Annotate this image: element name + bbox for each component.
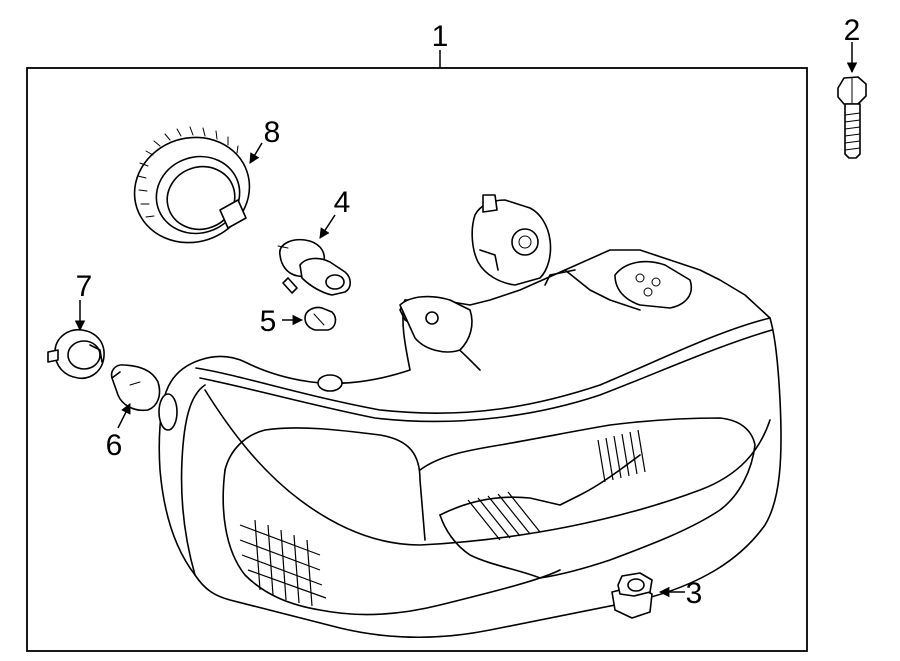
callout-6: 6 — [106, 429, 123, 462]
callout-4-leader — [319, 214, 336, 239]
bulb-retainer-ring — [133, 126, 251, 244]
callout-8-leader — [249, 142, 263, 164]
headlamp-housing — [158, 249, 782, 639]
callout-6-leader — [117, 403, 131, 429]
callout-2: 2 — [844, 14, 861, 47]
assembly-frame — [26, 67, 808, 652]
callout-7: 7 — [76, 270, 93, 303]
callout-1: 1 — [432, 20, 449, 53]
bulb-socket — [47, 328, 105, 380]
callout-5: 5 — [260, 305, 277, 338]
headlamp-adjuster — [471, 194, 552, 286]
halogen-bulb — [277, 238, 352, 296]
flange-nut — [611, 572, 653, 619]
mounting-bolt — [837, 76, 867, 159]
callout-8: 8 — [264, 116, 281, 149]
wedge-bulb — [304, 306, 337, 331]
callout-3: 3 — [686, 577, 703, 610]
callout-4: 4 — [334, 186, 351, 219]
signal-bulb — [110, 364, 161, 412]
